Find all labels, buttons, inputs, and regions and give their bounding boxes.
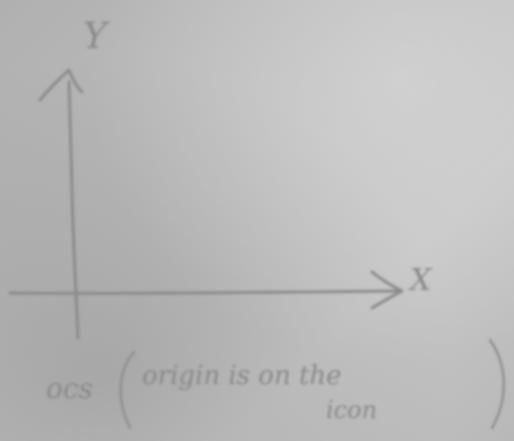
x-axis-label: X (408, 263, 433, 298)
caption-prefix: ocs (46, 372, 93, 405)
y-axis-label: Y (83, 16, 110, 57)
caption-open-paren (119, 350, 136, 430)
y-axis-line (67, 80, 80, 340)
caption-note-line1: origin is on the (142, 361, 342, 391)
x-axis-line (8, 289, 400, 295)
caption-close-paren (488, 338, 505, 430)
x-axis-arrowhead (370, 270, 404, 310)
y-axis-arrowhead (38, 68, 84, 102)
caption-note-line2: icon (326, 396, 377, 424)
